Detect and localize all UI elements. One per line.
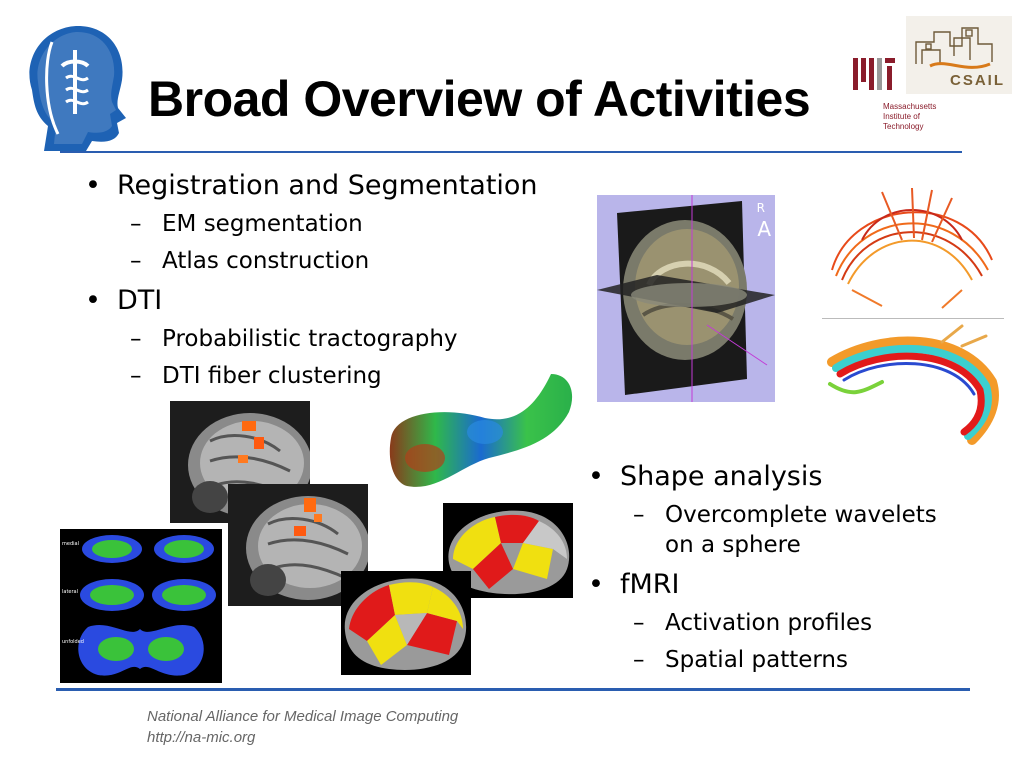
- bullet-dot: •: [588, 569, 604, 600]
- mit-name-line2: Institute of: [883, 112, 920, 121]
- sub-atlas-construction: – Atlas construction: [130, 248, 370, 274]
- shape-analysis-image: [385, 368, 577, 492]
- bullet-dti: • DTI: [85, 285, 163, 316]
- bullet-label: DTI: [117, 285, 163, 316]
- mit-logo: Massachusetts Institute of Technology: [853, 58, 937, 138]
- mit-name-line1: Massachusetts: [883, 102, 937, 111]
- bullet-dot: •: [85, 285, 101, 316]
- sub-label: DTI fiber clustering: [162, 363, 382, 389]
- sub-label: Activation profiles: [665, 610, 873, 636]
- atlas-label-lateral: lateral: [62, 589, 78, 595]
- dti-tract-red-image: [822, 180, 1007, 312]
- bullet-label: fMRI: [620, 569, 680, 600]
- sub-dash: –: [633, 647, 645, 673]
- sub-label: Probabilistic tractography: [162, 326, 458, 352]
- sub-activation-profiles: – Activation profiles: [633, 610, 873, 636]
- mit-bars-icon: [853, 58, 895, 90]
- title-divider: [60, 151, 962, 153]
- sub-dti-fiber-clustering: – DTI fiber clustering: [130, 363, 382, 389]
- namic-logo: [18, 22, 130, 152]
- sub-dash: –: [130, 248, 142, 274]
- sub-dash: –: [633, 610, 645, 636]
- csail-building-icon: [915, 27, 993, 69]
- slide-title: Broad Overview of Activities: [148, 71, 811, 127]
- sub-spatial-patterns: – Spatial patterns: [633, 647, 848, 673]
- sub-on-a-sphere: on a sphere: [665, 532, 801, 558]
- footer-url[interactable]: http://na-mic.org: [147, 729, 256, 746]
- sub-dash: –: [633, 502, 645, 528]
- orientation-label-a: A: [757, 217, 771, 241]
- mri-3d-slices-image: R A: [597, 195, 775, 402]
- sub-label: Overcomplete wavelets: [665, 502, 937, 528]
- dti-tract-cluster-image: [822, 322, 1007, 452]
- namic-head-caduceus-icon: [29, 25, 126, 152]
- atlas-label-medial: medial: [62, 541, 79, 547]
- footer-divider: [56, 688, 970, 691]
- sub-label: Spatial patterns: [665, 647, 848, 673]
- cortex-parcellation-image-1: [443, 503, 573, 598]
- footer-organization: National Alliance for Medical Image Comp…: [147, 708, 459, 725]
- bullet-fmri: • fMRI: [588, 569, 680, 600]
- atlas-surface-panel-image: medial lateral unfolded: [60, 529, 222, 683]
- orientation-label-r: R: [756, 201, 765, 215]
- bullet-registration: • Registration and Segmentation: [85, 170, 538, 201]
- cortex-parcellation-image-2: [341, 571, 471, 675]
- sub-overcomplete-wavelets: – Overcomplete wavelets: [633, 502, 937, 528]
- sub-label: Atlas construction: [162, 248, 370, 274]
- atlas-label-unfolded: unfolded: [62, 639, 84, 645]
- bullet-dot: •: [588, 461, 604, 492]
- mit-name-line3: Technology: [883, 122, 924, 131]
- bullet-label: Shape analysis: [620, 461, 823, 492]
- sub-dash: –: [130, 363, 142, 389]
- csail-logo: CSAIL: [906, 16, 1012, 94]
- sub-dash: –: [130, 326, 142, 352]
- sub-probabilistic-tractography: – Probabilistic tractography: [130, 326, 458, 352]
- sub-em-segmentation: – EM segmentation: [130, 211, 363, 237]
- bullet-shape-analysis: • Shape analysis: [588, 461, 823, 492]
- tract-divider: [822, 318, 1004, 319]
- sub-label: EM segmentation: [162, 211, 363, 237]
- sub-label: on a sphere: [665, 532, 801, 558]
- csail-label: CSAIL: [950, 72, 1005, 89]
- bullet-dot: •: [85, 170, 101, 201]
- bullet-label: Registration and Segmentation: [117, 170, 538, 201]
- sub-dash: –: [130, 211, 142, 237]
